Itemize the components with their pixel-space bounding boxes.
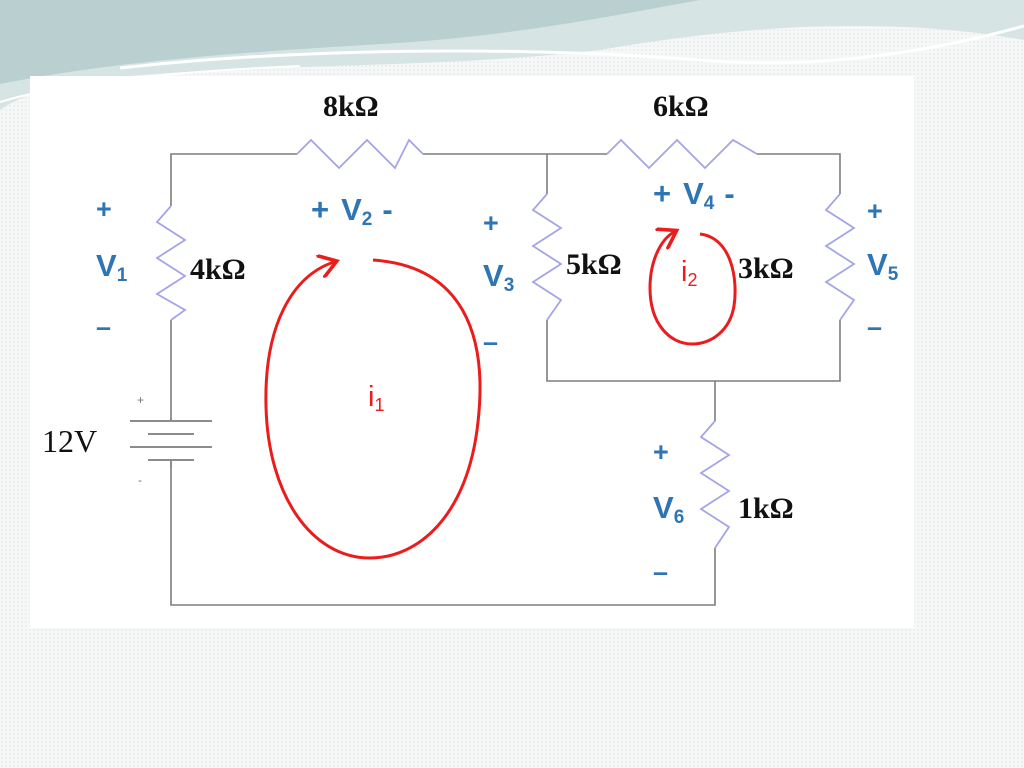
v1-label: V1 bbox=[96, 248, 128, 286]
resistor-1k-zigzag bbox=[699, 420, 731, 549]
header-swoosh-decoration bbox=[0, 0, 1024, 110]
loop-i1-arrow bbox=[264, 260, 482, 560]
battery-symbol bbox=[130, 418, 212, 468]
v5-label: V5 bbox=[867, 247, 899, 285]
wire-left-bottom bbox=[170, 468, 716, 606]
wire-5k-bottom bbox=[546, 320, 841, 382]
battery-minus-sign: - bbox=[138, 473, 142, 487]
resistor-3k-zigzag bbox=[824, 193, 856, 321]
v3-plus: + bbox=[483, 208, 499, 238]
v3-label: V3 bbox=[483, 258, 514, 296]
v2-label: +V2- bbox=[311, 192, 393, 230]
v6-label: V6 bbox=[653, 490, 684, 528]
loop-i2-arrow bbox=[648, 232, 737, 346]
circuit-diagram-panel: + - 12V 8kΩ 6kΩ 4kΩ 5kΩ 3kΩ 1kΩ + V1 – +… bbox=[30, 76, 914, 628]
v1-plus: + bbox=[96, 194, 112, 224]
v6-minus: – bbox=[653, 557, 668, 587]
v6-plus: + bbox=[653, 437, 669, 467]
circuit-diagram: + - 12V 8kΩ 6kΩ 4kΩ 5kΩ 3kΩ 1kΩ + V1 – +… bbox=[42, 90, 899, 606]
label-4k: 4kΩ bbox=[190, 253, 246, 286]
v5-plus: + bbox=[867, 196, 883, 226]
resistor-4k-zigzag bbox=[155, 205, 187, 321]
resistor-8k-zigzag bbox=[296, 138, 424, 170]
battery-plus-sign: + bbox=[137, 393, 144, 407]
wire-top-left bbox=[170, 153, 297, 206]
label-3k: 3kΩ bbox=[738, 252, 794, 285]
v4-label: +V4- bbox=[653, 176, 735, 214]
label-6k: 6kΩ bbox=[653, 90, 709, 123]
v1-minus: – bbox=[96, 312, 111, 342]
current-i2-label: i2 bbox=[681, 256, 697, 290]
current-i1-label: i1 bbox=[368, 381, 384, 415]
resistor-6k-zigzag bbox=[606, 138, 758, 170]
v3-minus: – bbox=[483, 327, 498, 357]
source-label-12v: 12V bbox=[42, 423, 97, 459]
label-8k: 8kΩ bbox=[323, 90, 379, 123]
label-5k: 5kΩ bbox=[566, 248, 622, 281]
v5-minus: – bbox=[867, 312, 882, 342]
circuit-wires bbox=[170, 153, 841, 606]
resistor-5k-zigzag bbox=[531, 193, 563, 321]
label-1k: 1kΩ bbox=[738, 492, 794, 525]
wire-top-right bbox=[757, 153, 841, 194]
